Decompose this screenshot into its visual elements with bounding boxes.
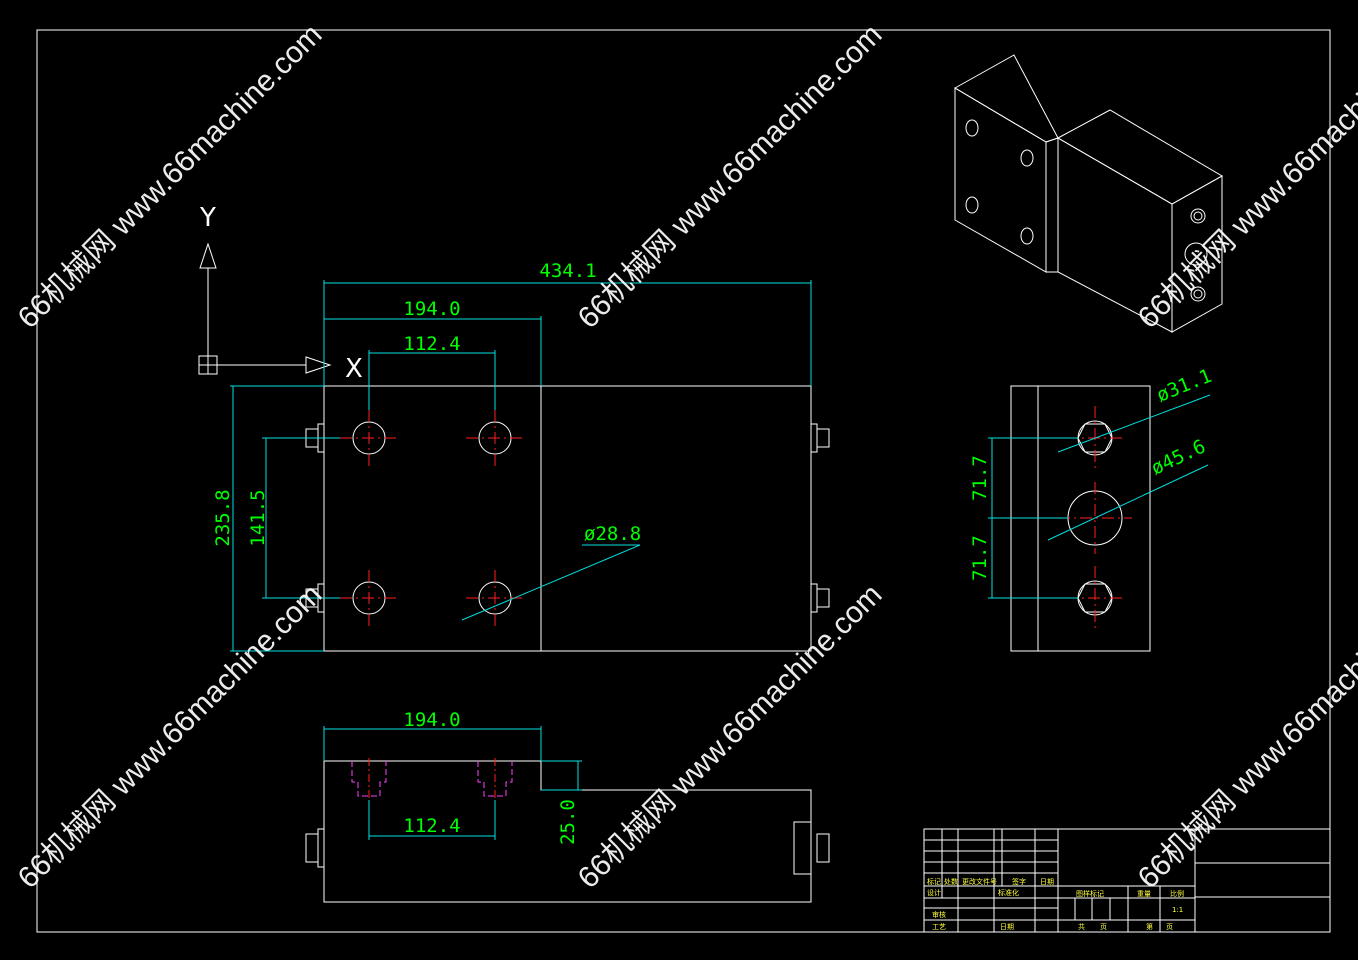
watermark-text: 66机械网 www.66machine.com [12, 578, 329, 895]
dim-small-hole: ø31.1 [1154, 365, 1215, 407]
tb-cell: 重量 [1137, 890, 1151, 898]
dim-hole-spacing-y: 141.5 [247, 489, 269, 546]
watermark-text: 66机械网 www.66machine.com [12, 18, 329, 335]
dim-overall-width: 434.1 [539, 260, 596, 282]
front-view-outline [305, 385, 830, 652]
dim-top-step-width: 194.0 [403, 709, 460, 731]
dim-step-depth: 25.0 [557, 799, 579, 845]
tb-cell: 第 [1146, 922, 1153, 931]
watermark-text: 66机械网 www.66machine.com [572, 18, 889, 335]
title-block-text: 标记 处数 更改文件号 签字 日期 设计 标准化 审核 工艺 日期 图样标记 重… [927, 877, 1184, 931]
hidden-lines [351, 761, 513, 797]
isometric-view [953, 54, 1224, 333]
front-view-dimensions [230, 280, 812, 652]
tb-cell: 比例 [1170, 889, 1184, 898]
watermark-text: 66机械网 www.66machine.com [1132, 578, 1358, 895]
dim-top-hole-spacing: 112.4 [403, 815, 460, 837]
dim-step-width: 194.0 [403, 298, 460, 320]
title-block [923, 828, 1331, 933]
tb-cell: 页 [1166, 923, 1173, 931]
top-view: 194.0 112.4 25.0 [305, 709, 830, 903]
tb-cell: 工艺 [932, 923, 946, 931]
dim-spacing-upper: 71.7 [969, 455, 991, 501]
x-axis-label: X [345, 354, 363, 384]
dim-spacing-lower: 71.7 [969, 535, 991, 581]
side-view: ø31.1 ø45.6 71.7 71.7 [969, 365, 1215, 652]
side-view-dimensions [988, 394, 1211, 599]
watermark-text: 66机械网 www.66machine.com [572, 578, 889, 895]
tb-cell: 图样标记 [1076, 889, 1104, 898]
front-view: 434.1 194.0 112.4 235.8 141.5 ø28.8 [212, 260, 830, 652]
dim-hole-diameter: ø28.8 [584, 523, 641, 545]
centerlines [340, 410, 526, 628]
top-centerlines [368, 758, 496, 800]
tb-cell: 日期 [1040, 878, 1054, 886]
top-view-dimensions [323, 726, 582, 840]
tb-cell: 页 [1100, 923, 1107, 931]
y-axis-label: Y [199, 203, 216, 233]
tb-cell: 更改文件号 [962, 877, 997, 886]
tb-cell: 审核 [932, 910, 946, 919]
tb-cell: 签字 [1012, 877, 1026, 886]
dim-large-hole: ø45.6 [1148, 435, 1209, 479]
tb-cell: 设计 [927, 888, 941, 897]
ucs-icon [198, 242, 332, 375]
tb-cell: 标记 [927, 877, 941, 886]
drawing-frame [36, 29, 1331, 933]
tb-cell: 标准化 [998, 888, 1019, 897]
dim-height: 235.8 [212, 489, 234, 546]
tb-scale: 1:1 [1172, 906, 1183, 914]
watermark-text: 66机械网 www.66machine.com [1132, 18, 1358, 335]
tb-cell: 处数 [944, 877, 958, 886]
front-view-holes [352, 421, 512, 615]
tb-cell: 共 [1078, 922, 1085, 931]
tb-cell: 日期 [1000, 923, 1014, 931]
dim-hole-spacing-x: 112.4 [403, 333, 460, 355]
